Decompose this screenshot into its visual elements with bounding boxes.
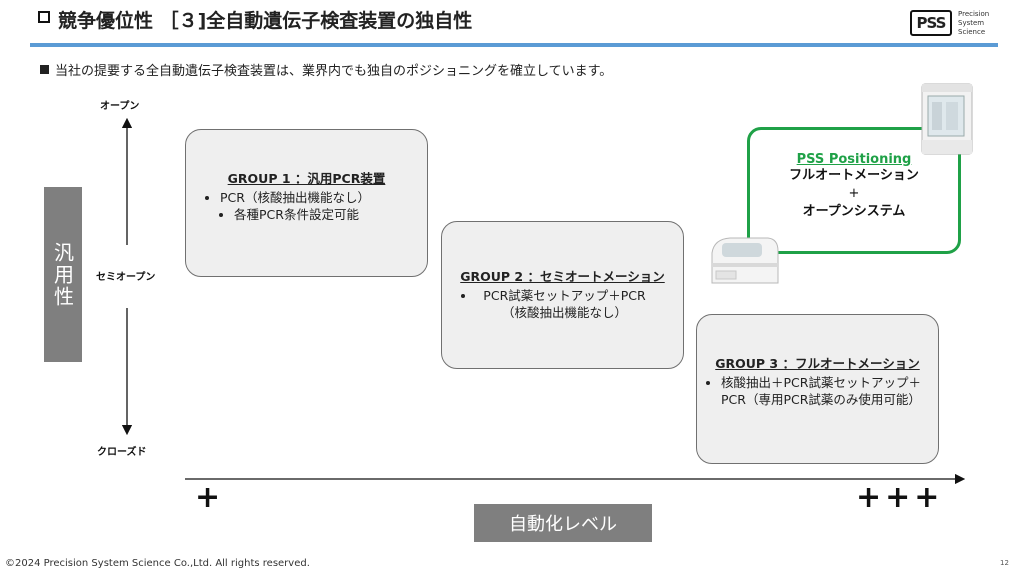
pss-title: PSS Positioning <box>796 152 912 167</box>
group-1-item: PCR（核酸抽出機能なし） <box>220 189 427 206</box>
y-axis-title-bar: 汎用性 <box>44 187 82 362</box>
group-1-list: PCR（核酸抽出機能なし） 各種PCR条件設定可能 <box>186 189 427 223</box>
semi-automation-instrument-image <box>711 237 779 284</box>
title-square-icon <box>38 11 50 23</box>
y-axis-mid-label: セミオープン <box>96 272 156 283</box>
x-axis-high-mark: +++ <box>856 480 944 515</box>
y-axis-bottom-label: クローズド <box>97 447 147 458</box>
pss-line-1: フルオートメーション <box>789 168 919 183</box>
square-bullet-icon <box>40 65 49 74</box>
title-divider <box>30 43 998 47</box>
company-logo: PSS Precision System Science <box>910 8 1000 40</box>
y-axis-top-label: オープン <box>100 101 140 112</box>
group-3-title: GROUP 3 ：フルオートメーション <box>715 356 920 371</box>
copyright-footer: ©2024 Precision System Science Co.,Ltd. … <box>5 558 310 569</box>
full-automation-instrument-image <box>921 83 973 155</box>
intro-text: 当社の提要する全自動遺伝子検査装置は、業界内でも独自のポジショニングを確立してい… <box>55 64 613 79</box>
group-2-box: GROUP 2 ：セミオートメーション PCR試薬セットアップ＋PCR（核酸抽出… <box>441 221 684 369</box>
group-3-box: GROUP 3 ：フルオートメーション 核酸抽出＋PCR試薬セットアップ＋PCR… <box>696 314 939 464</box>
intro-statement: 当社の提要する全自動遺伝子検査装置は、業界内でも独自のポジショニングを確立してい… <box>40 60 612 79</box>
group-3-item: 核酸抽出＋PCR試薬セットアップ＋PCR（専用PCR試薬のみ使用可能） <box>721 374 928 408</box>
logo-line-1: Precision <box>958 10 990 18</box>
group-2-title: GROUP 2 ：セミオートメーション <box>460 269 665 284</box>
logo-line-2: System <box>958 19 985 27</box>
x-axis-title-bar: 自動化レベル <box>474 504 652 542</box>
pss-line-2: + <box>848 186 860 201</box>
x-axis-low-mark: + <box>195 480 221 515</box>
group-2-list: PCR試薬セットアップ＋PCR（核酸抽出機能なし） <box>442 287 683 321</box>
pss-line-3: オープンシステム <box>802 204 906 219</box>
group-1-item: 各種PCR条件設定可能 <box>234 206 427 223</box>
logo-mark: PSS <box>910 10 952 36</box>
group-2-item: PCR試薬セットアップ＋PCR（核酸抽出機能なし） <box>476 287 653 321</box>
group-1-box: GROUP 1 ：汎用PCR装置 PCR（核酸抽出機能なし） 各種PCR条件設定… <box>185 129 428 277</box>
page-title: 競争優位性 ［３]全自動遺伝子検査装置の独自性 <box>58 10 473 32</box>
logo-wordmark: Precision System Science <box>958 10 989 37</box>
group-3-list: 核酸抽出＋PCR試薬セットアップ＋PCR（専用PCR試薬のみ使用可能） <box>697 374 938 408</box>
group-1-title: GROUP 1 ：汎用PCR装置 <box>227 171 386 186</box>
logo-line-3: Science <box>958 28 986 36</box>
page-number: 12 <box>1000 559 1009 567</box>
